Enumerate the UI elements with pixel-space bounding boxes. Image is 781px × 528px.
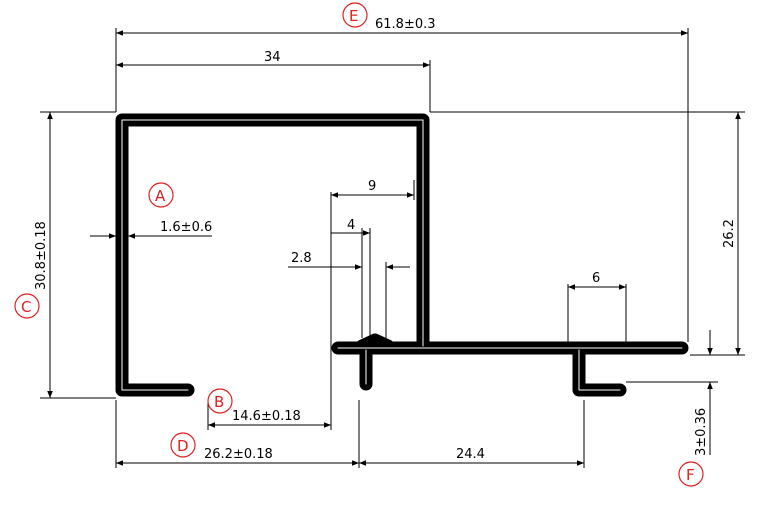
callout-e: E	[342, 2, 368, 28]
svg-text:E: E	[349, 7, 358, 25]
extension-lines	[40, 28, 745, 468]
label-offset-2-8: 2.8	[291, 251, 312, 266]
svg-text:D: D	[177, 437, 189, 455]
callouts: A B C D E F	[14, 2, 704, 487]
svg-text:B: B	[214, 393, 224, 411]
label-height-right: 26.2	[722, 219, 737, 248]
label-bottom-24-4: 24.4	[456, 447, 485, 462]
callout-d: D	[170, 432, 196, 458]
label-bottom-26-2: 26.2±0.18	[204, 447, 273, 462]
svg-text:F: F	[686, 466, 695, 484]
label-slot-4: 4	[347, 218, 355, 233]
dimension-labels: 61.8±0.3 34 1.6±0.6 30.8±0.18 26.2 9 4 2…	[34, 17, 737, 462]
callout-a: A	[148, 182, 174, 208]
callout-b: B	[207, 388, 233, 414]
aluminum-profile	[115, 113, 689, 397]
callout-f: F	[678, 461, 704, 487]
label-foot-6: 6	[592, 271, 600, 286]
dimension-lines	[47, 30, 741, 466]
profile-foot-right	[572, 343, 627, 397]
label-overall-width: 61.8±0.3	[375, 17, 436, 32]
callout-c: C	[14, 293, 40, 319]
label-slot-9: 9	[368, 179, 376, 194]
svg-text:C: C	[21, 298, 31, 316]
label-foot-height: 3±0.36	[694, 408, 709, 456]
svg-text:A: A	[155, 187, 166, 205]
label-top-width: 34	[264, 50, 281, 65]
label-bottom-14-6: 14.6±0.18	[232, 409, 301, 424]
label-height-left: 30.8±0.18	[34, 221, 49, 290]
label-wall-thickness: 1.6±0.6	[160, 220, 212, 235]
